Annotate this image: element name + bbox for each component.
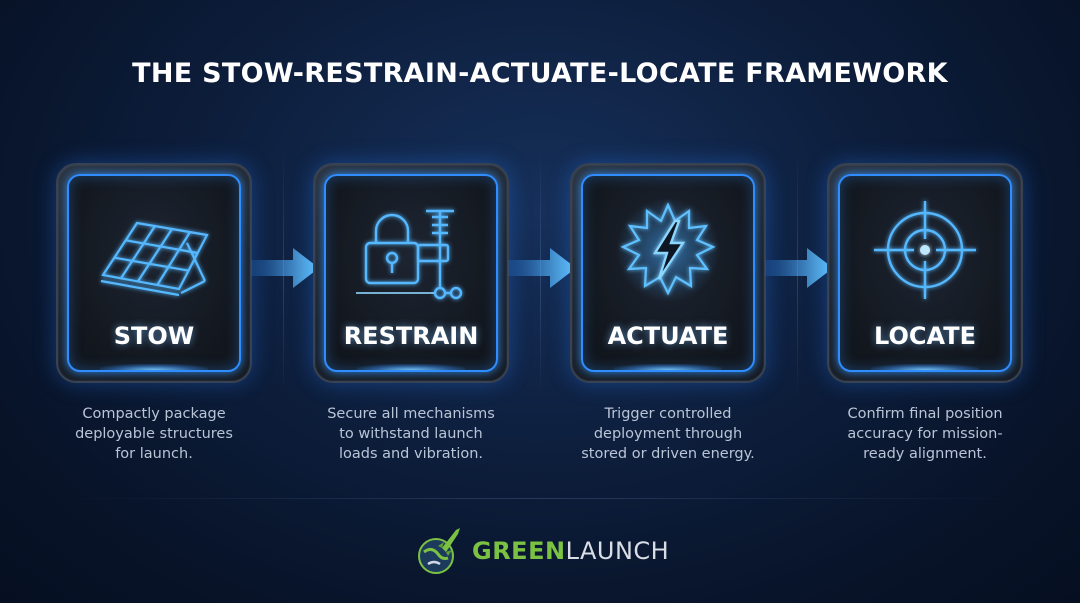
- rocket-globe-icon: [418, 528, 460, 574]
- arrow-right-icon: [765, 248, 833, 288]
- card-frame: RESTRAIN: [324, 174, 498, 372]
- card-frame: ACTUATE: [581, 174, 755, 372]
- padlock-clamp-icon: [326, 190, 496, 310]
- page-title: THE STOW-RESTRAIN-ACTUATE-LOCATE FRAMEWO…: [132, 58, 948, 89]
- arrow-right-icon: [508, 248, 576, 288]
- solar-panel-icon: [69, 190, 239, 310]
- step-label: LOCATE: [874, 322, 976, 350]
- step-card-actuate: ACTUATE: [570, 163, 766, 383]
- card-frame: LOCATE: [838, 174, 1012, 372]
- step-card-locate: LOCATE: [827, 163, 1023, 383]
- step-card-restrain: RESTRAIN: [313, 163, 509, 383]
- crosshair-target-icon: [840, 190, 1010, 310]
- footer-divider: [60, 498, 1020, 499]
- step-label: ACTUATE: [607, 322, 729, 350]
- logo-wordmark: GREENLAUNCH: [472, 537, 670, 565]
- step-label: RESTRAIN: [343, 322, 479, 350]
- card-frame: STOW: [67, 174, 241, 372]
- step-card-stow: STOW: [56, 163, 252, 383]
- lightning-burst-icon: [583, 190, 753, 310]
- step-label: STOW: [113, 322, 195, 350]
- greenlaunch-logo: GREENLAUNCH: [416, 523, 676, 579]
- arrow-right-icon: [251, 248, 319, 288]
